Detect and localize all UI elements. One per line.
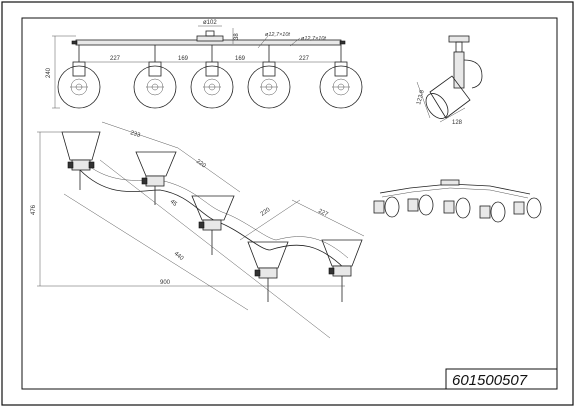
front-spot-5 bbox=[319, 45, 363, 109]
top-spot-1 bbox=[61, 131, 101, 190]
dim-spacing-4: 227 bbox=[299, 56, 310, 62]
front-bar-end-right bbox=[339, 40, 346, 45]
dim-seg-2: 220 bbox=[195, 159, 207, 170]
dim-spacing-2: 169 bbox=[178, 56, 189, 62]
top-spot-3 bbox=[191, 195, 235, 255]
dim-side-width: 128 bbox=[452, 120, 463, 126]
sheet-border bbox=[1, 1, 574, 406]
dim-height: 240 bbox=[46, 67, 52, 78]
side-view: 123.8 128 bbox=[416, 35, 483, 126]
top-spot-5 bbox=[321, 239, 363, 302]
dim-total-height: 476 bbox=[31, 204, 37, 215]
front-bar-end-left bbox=[71, 40, 78, 45]
dim-total-width: 900 bbox=[160, 280, 171, 286]
dim-seg-1: 233 bbox=[129, 130, 141, 139]
perspective-view bbox=[373, 179, 542, 223]
top-spot-2 bbox=[135, 151, 177, 205]
dim-side-height: 123.8 bbox=[416, 89, 426, 106]
dim-spacing-1: 227 bbox=[110, 56, 121, 62]
top-spot-4 bbox=[247, 241, 289, 302]
dim-canopy-height: 38 bbox=[234, 33, 240, 40]
front-canopy bbox=[196, 35, 224, 42]
top-view: 476 900 233 220 220 227 440 45 bbox=[31, 121, 365, 339]
drawing-frame bbox=[21, 17, 558, 390]
curved-bar-back bbox=[83, 161, 349, 259]
front-spot-3 bbox=[190, 45, 234, 109]
dim-spacing-3: 169 bbox=[235, 56, 246, 62]
dim-bar-width: ø102 bbox=[203, 20, 217, 26]
dim-cable-a: ø12,7×10t bbox=[265, 32, 290, 38]
front-canopy-top bbox=[205, 30, 215, 37]
article-number: 601500507 bbox=[452, 372, 528, 389]
front-spot-1 bbox=[57, 45, 101, 109]
dim-offset: 45 bbox=[169, 199, 178, 208]
front-view: 240 ø102 38 ø12,7×10t ø12,7×10t 227 169 … bbox=[46, 20, 363, 109]
dim-seg-3: 220 bbox=[260, 207, 272, 218]
front-spot-4 bbox=[247, 45, 291, 109]
front-spot-2 bbox=[133, 45, 177, 109]
dim-seg-4: 227 bbox=[317, 208, 329, 218]
dim-diagonal: 440 bbox=[173, 251, 185, 262]
title-block: 601500507 bbox=[445, 368, 558, 390]
article-number-box bbox=[445, 368, 558, 390]
dim-cable-b: ø12,7×10t bbox=[301, 36, 326, 42]
